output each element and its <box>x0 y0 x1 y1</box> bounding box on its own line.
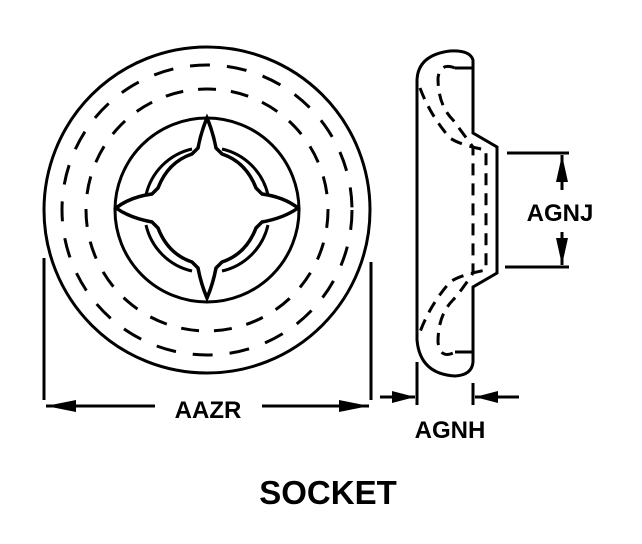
arrow-up-icon <box>556 155 568 182</box>
hidden-outer-contour <box>60 63 354 357</box>
agnh-label: AGNH <box>415 417 486 444</box>
side-profile <box>415 49 499 378</box>
front-view <box>42 45 372 375</box>
aazr-label: AAZR <box>175 397 242 424</box>
agnj-dimension <box>505 151 569 269</box>
inner-ring <box>144 147 270 273</box>
cross-recess-star <box>113 113 301 303</box>
aazr-dimension <box>42 258 373 412</box>
outer-rim <box>42 45 372 375</box>
side-hidden-lines-2 <box>418 87 488 333</box>
agnh-dimension <box>380 362 519 405</box>
center-boss <box>113 116 301 304</box>
side-hidden-lines <box>436 64 475 356</box>
drawing-title: SOCKET <box>259 474 397 511</box>
arrow-down-icon <box>556 238 568 265</box>
side-view <box>415 49 499 378</box>
arrow-left-icon <box>46 400 76 412</box>
arrow-right-icon <box>339 400 369 412</box>
arrow-left-icon <box>475 391 498 403</box>
arrow-right-icon <box>392 391 415 403</box>
agnj-label: AGNJ <box>527 200 594 227</box>
hidden-inner-contour <box>84 87 330 333</box>
